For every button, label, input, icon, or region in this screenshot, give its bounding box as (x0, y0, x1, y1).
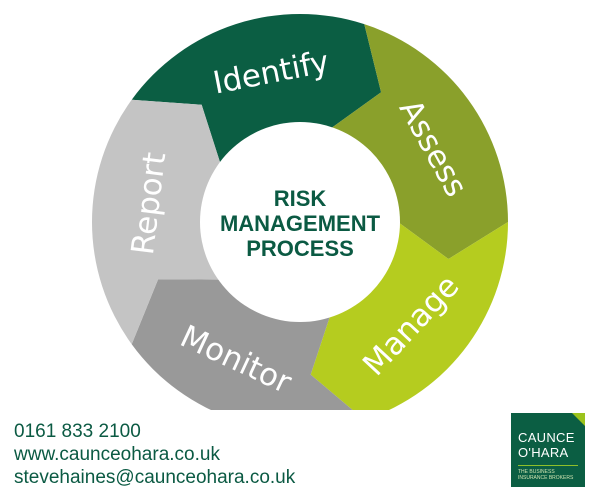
company-logo: CAUNCE O'HARA THE BUSINESS INSURANCE BRO… (511, 413, 585, 487)
logo-tagline-2: INSURANCE BROKERS (518, 475, 574, 481)
contact-block: 0161 833 2100 www.caunceohara.co.uk stev… (14, 420, 295, 489)
logo-divider (518, 465, 578, 466)
center-title-line-1: RISK (274, 186, 327, 211)
logo-tagline-1: THE BUSINESS (518, 469, 555, 475)
segment-identify (131, 13, 382, 165)
risk-cycle-diagram: RISK MANAGEMENT PROCESS IdentifyAssessMa… (91, 13, 508, 410)
segment-monitor (131, 279, 353, 410)
email-link[interactable]: stevehaines@caunceohara.co.uk (14, 467, 296, 488)
logo-line-1: CAUNCE (518, 430, 575, 445)
segment-manage (310, 222, 508, 410)
phone-number: 0161 833 2100 (14, 421, 141, 442)
center-circle (200, 122, 400, 322)
logo-line-2: O'HARA (518, 445, 569, 460)
segment-report (91, 99, 221, 345)
website-link[interactable]: www.caunceohara.co.uk (14, 444, 220, 465)
logo-corner-accent (572, 413, 585, 426)
center-title-line-2: MANAGEMENT (220, 211, 381, 236)
center-title-line-3: PROCESS (246, 236, 354, 261)
segment-assess (330, 24, 508, 260)
